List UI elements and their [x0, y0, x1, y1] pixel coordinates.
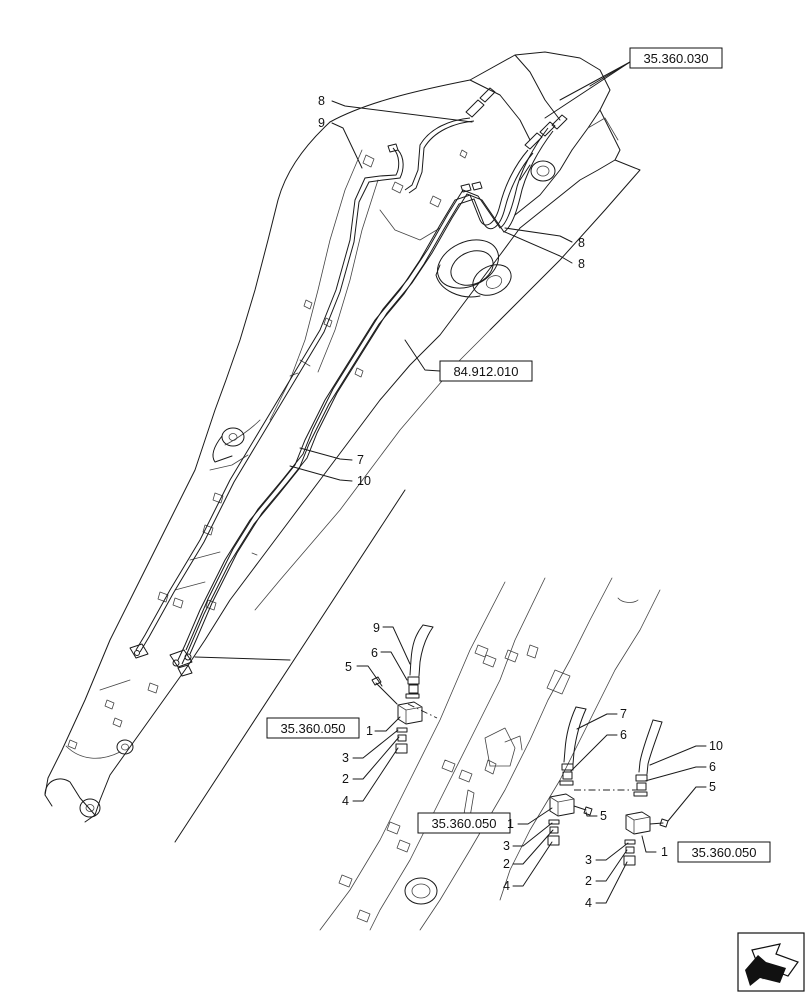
callout-2: 2	[585, 874, 592, 888]
callout-2: 2	[342, 772, 349, 786]
boom-arm-outline	[44, 51, 641, 823]
callout-6: 6	[371, 646, 378, 660]
direction-arrow-icon[interactable]	[737, 932, 805, 992]
callout-5: 5	[600, 809, 607, 823]
section-divider	[174, 489, 406, 843]
ref-box-hydraulic-top[interactable]: 35.360.030	[629, 47, 723, 69]
callout-numbers: 8 9 8 8 7 10 9 6 5 1 3 2 4 7 6 1 5 3 2 4…	[318, 94, 723, 910]
callout-1: 1	[661, 845, 668, 859]
callout-2: 2	[503, 857, 510, 871]
callout-4: 4	[503, 879, 510, 893]
callout-7: 7	[357, 453, 364, 467]
callout-4: 4	[585, 896, 592, 910]
detail-2-leaders	[512, 713, 618, 887]
inset-arm	[319, 577, 661, 931]
callout-10: 10	[709, 739, 723, 753]
detail-1-assembly	[371, 624, 438, 754]
ref-label-boom: 84.912.010	[453, 364, 518, 379]
detail-2-assembly	[547, 706, 640, 846]
callout-5: 5	[345, 660, 352, 674]
callout-5: 5	[709, 780, 716, 794]
callout-6: 6	[709, 760, 716, 774]
callout-9: 9	[318, 116, 325, 130]
callout-1: 1	[366, 724, 373, 738]
callout-8: 8	[578, 236, 585, 250]
ref-box-detail-left[interactable]: 35.360.050	[266, 717, 360, 739]
callout-8: 8	[578, 257, 585, 271]
ref-label-detail-left: 35.360.050	[280, 721, 345, 736]
ref-box-detail-right[interactable]: 35.360.050	[677, 841, 771, 863]
leader-lines	[194, 61, 631, 661]
callout-9: 9	[373, 621, 380, 635]
ref-box-detail-mid[interactable]: 35.360.050	[417, 812, 511, 834]
callout-7: 7	[620, 707, 627, 721]
callout-3: 3	[585, 853, 592, 867]
callout-3: 3	[342, 751, 349, 765]
detail-1-leaders	[352, 626, 411, 802]
detail-3-assembly	[623, 719, 669, 866]
callout-1: 1	[507, 817, 514, 831]
callout-3: 3	[503, 839, 510, 853]
ref-label-detail-mid: 35.360.050	[431, 816, 496, 831]
hose-lines	[129, 87, 568, 677]
callout-8: 8	[318, 94, 325, 108]
callout-4: 4	[342, 794, 349, 808]
callout-10: 10	[357, 474, 371, 488]
callout-6: 6	[620, 728, 627, 742]
ref-box-boom[interactable]: 84.912.010	[439, 360, 533, 382]
ref-label-detail-right: 35.360.050	[691, 845, 756, 860]
detail-3-leaders	[595, 745, 707, 904]
ref-label-hydraulic-top: 35.360.030	[643, 51, 708, 66]
